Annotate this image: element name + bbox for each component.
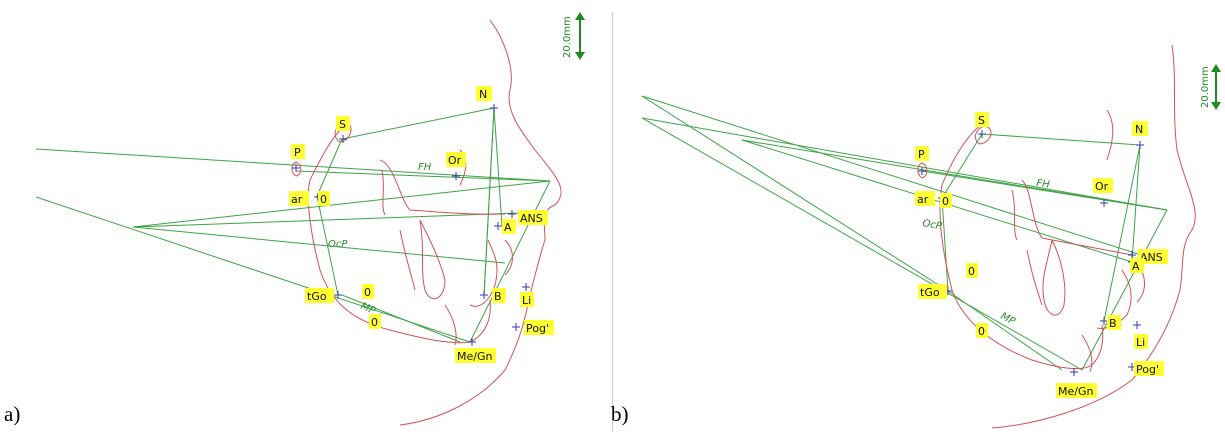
tag-or-a: Or bbox=[448, 154, 462, 167]
line-label-fh-b: FH bbox=[1036, 178, 1051, 191]
panel-divider bbox=[612, 12, 613, 432]
tag-b-b: B bbox=[1109, 317, 1117, 330]
tag-p-b: P bbox=[918, 148, 925, 161]
zero-marker-a-1: 0 bbox=[320, 193, 327, 206]
panel-b: 20.0mm FH OcP MP S N P Or ar ANS A tGo B… bbox=[611, 0, 1225, 432]
anatomy-outline-b bbox=[917, 44, 1196, 429]
zero-marker-b-1: 0 bbox=[942, 195, 949, 208]
zero-marker-a-2: 0 bbox=[364, 286, 371, 299]
tag-or-b: Or bbox=[1095, 180, 1109, 193]
tag-s-b: S bbox=[978, 114, 985, 127]
panel-a: 20.0mm FH OcP MP N S P Or ar ANS A tGo B… bbox=[0, 0, 612, 432]
tracing-b: 20.0mm FH OcP MP S N P Or ar ANS A tGo B… bbox=[641, 44, 1221, 429]
tag-n-b: N bbox=[1135, 123, 1143, 136]
line-label-mp-b: MP bbox=[999, 311, 1018, 328]
tag-pog-a: Pog' bbox=[526, 322, 549, 335]
tag-b-a: B bbox=[494, 290, 502, 303]
line-label-fh-a: FH bbox=[418, 162, 432, 173]
tag-ar-a: ar bbox=[291, 193, 303, 206]
line-label-ocp-b: OcP bbox=[921, 218, 943, 232]
tag-a-b: A bbox=[1132, 260, 1140, 273]
tag-li-a: Li bbox=[522, 294, 531, 307]
construction-lines-a bbox=[35, 107, 551, 343]
panel-label-a: a) bbox=[4, 402, 21, 426]
tag-a-a: A bbox=[504, 221, 512, 234]
scale-label-b: 20.0mm bbox=[1200, 66, 1211, 108]
scale-bar-b: 20.0mm bbox=[1200, 64, 1221, 110]
tag-tgo-b: tGo bbox=[920, 286, 940, 299]
scale-bar-a: 20.0mm bbox=[562, 12, 585, 60]
zero-marker-a-3: 0 bbox=[371, 316, 378, 329]
tag-ans-b: ANS bbox=[1140, 251, 1163, 264]
tag-pog-b: Pog' bbox=[1136, 363, 1159, 376]
tag-s-a: S bbox=[339, 118, 346, 131]
tag-li-b: Li bbox=[1136, 336, 1145, 349]
landmark-crosses-a bbox=[292, 104, 530, 346]
tag-ar-b: ar bbox=[917, 193, 929, 206]
landmark-crosses-b bbox=[918, 130, 1144, 376]
tag-megn-a: Me/Gn bbox=[457, 350, 492, 363]
panel-label-b: b) bbox=[611, 402, 629, 426]
construction-lines-b bbox=[641, 95, 1168, 371]
tag-ans-a: ANS bbox=[520, 212, 543, 225]
landmark-tags-b: S N P Or ar ANS A tGo B Li Pog' Me/Gn 0 … bbox=[915, 112, 1168, 398]
landmark-tags-a: N S P Or ar ANS A tGo B Li Pog' Me/Gn 0 … bbox=[289, 86, 554, 363]
tag-tgo-a: tGo bbox=[307, 290, 327, 303]
tag-p-a: P bbox=[294, 146, 301, 159]
zero-marker-b-3: 0 bbox=[978, 325, 985, 338]
tag-megn-b: Me/Gn bbox=[1058, 385, 1093, 398]
tag-n-a: N bbox=[479, 88, 487, 101]
tracing-a: 20.0mm FH OcP MP N S P Or ar ANS A tGo B… bbox=[35, 12, 585, 426]
scale-label-a: 20.0mm bbox=[562, 16, 573, 58]
line-label-ocp-a: OcP bbox=[328, 239, 348, 250]
zero-marker-b-2: 0 bbox=[968, 265, 975, 278]
